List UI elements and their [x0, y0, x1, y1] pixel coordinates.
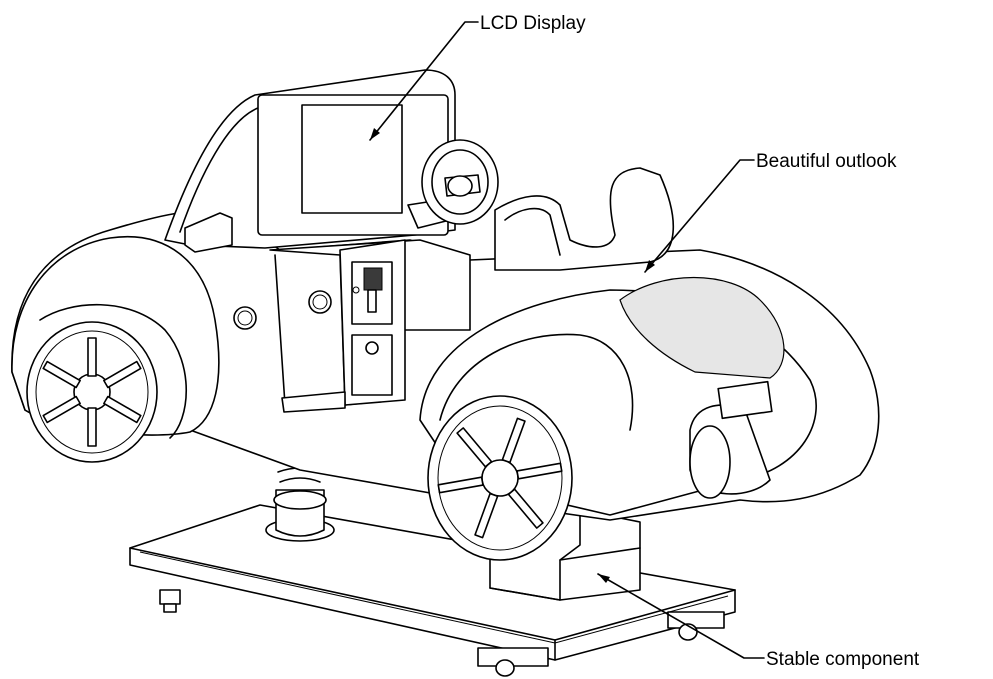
callout-lcd: LCD Display [369, 13, 586, 141]
callout-lcd-label: LCD Display [480, 13, 586, 34]
caster-wheel [667, 611, 725, 641]
caster-wheel [477, 647, 549, 677]
leveling-foot [159, 589, 181, 613]
side-button [233, 306, 257, 330]
callout-stable-label: Stable component [766, 649, 920, 670]
callout-stable: Stable component [597, 573, 920, 670]
steering-wheel [421, 139, 499, 225]
callout-outlook: Beautiful outlook [644, 151, 897, 273]
seat-back [494, 167, 675, 271]
coin-panel [339, 239, 406, 406]
callout-outlook-label: Beautiful outlook [756, 151, 897, 172]
side-button [308, 290, 332, 314]
hood-panel [619, 277, 785, 379]
spring-support [265, 447, 335, 542]
lcd-screen [301, 104, 403, 214]
front-wheel [427, 395, 573, 561]
rear-wheel [26, 321, 158, 463]
dashboard [164, 69, 456, 253]
headlight [689, 404, 771, 499]
base-platform [129, 504, 736, 677]
